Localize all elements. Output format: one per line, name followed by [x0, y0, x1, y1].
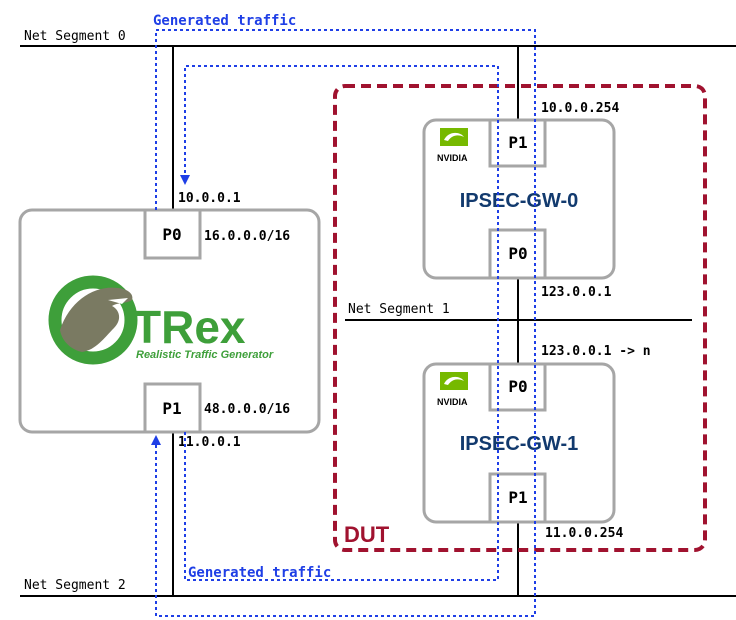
gw0-p1-ip: 10.0.0.254	[541, 101, 619, 116]
gw0-port-p0-label: P0	[508, 244, 527, 263]
nvidia-eye-icon	[440, 372, 468, 390]
gw0-title: IPSEC-GW-0	[460, 190, 579, 212]
gw0-nvidia-logo: NVIDIA	[437, 128, 468, 163]
dut-boundary	[333, 84, 707, 552]
gw1-port-p1-label: P1	[508, 488, 527, 507]
gw1-vendor-label: NVIDIA	[437, 397, 468, 407]
net-segment-2-label: Net Segment 2	[24, 578, 126, 593]
trex-logo-tagline: Realistic Traffic Generator	[136, 349, 274, 361]
traffic-top-label: Generated traffic	[153, 13, 296, 29]
trex-p0-subnet: 16.0.0.0/16	[204, 229, 290, 244]
trex-logo: TRex Realistic Traffic Generator	[48, 275, 274, 365]
gw1-port-p0-label: P0	[508, 377, 527, 396]
gw1-p0-ip: 123.0.0.1 -> n	[541, 344, 651, 359]
nvidia-eye-swirl	[444, 376, 464, 385]
traffic-bottom-label: Generated traffic	[188, 565, 331, 581]
gw1-nvidia-logo: NVIDIA	[437, 372, 468, 407]
gw0-vendor-label: NVIDIA	[437, 153, 468, 163]
dinosaur-icon	[60, 287, 133, 352]
net-segment-0-label: Net Segment 0	[24, 29, 126, 44]
gw1-p1-ip: 11.0.0.254	[545, 526, 623, 541]
traffic-outer-loop	[151, 29, 536, 617]
trex-p1-subnet: 48.0.0.0/16	[204, 402, 290, 417]
gw0-p0-ip: 123.0.0.1	[541, 285, 612, 300]
dinosaur-mouth	[108, 298, 128, 304]
gw0-port-p1-label: P1	[508, 133, 527, 152]
nvidia-eye-icon	[440, 128, 468, 146]
trex-logo-ring	[48, 275, 138, 365]
trex-port-p0[interactable]	[143, 208, 202, 260]
trex-port-p0-label: P0	[162, 225, 181, 244]
nvidia-eye-swirl	[444, 132, 464, 141]
trex-logo-word: TRex	[133, 301, 246, 353]
dut-label: DUT	[344, 522, 390, 547]
gw1-title: IPSEC-GW-1	[460, 433, 579, 455]
trex-port-p1[interactable]	[143, 382, 202, 434]
trex-port-p1-label: P1	[162, 399, 181, 418]
trex-p1-ip: 11.0.0.1	[178, 435, 241, 450]
trex-p0-ip: 10.0.0.1	[178, 191, 241, 206]
net-segment-1-label: Net Segment 1	[348, 302, 450, 317]
